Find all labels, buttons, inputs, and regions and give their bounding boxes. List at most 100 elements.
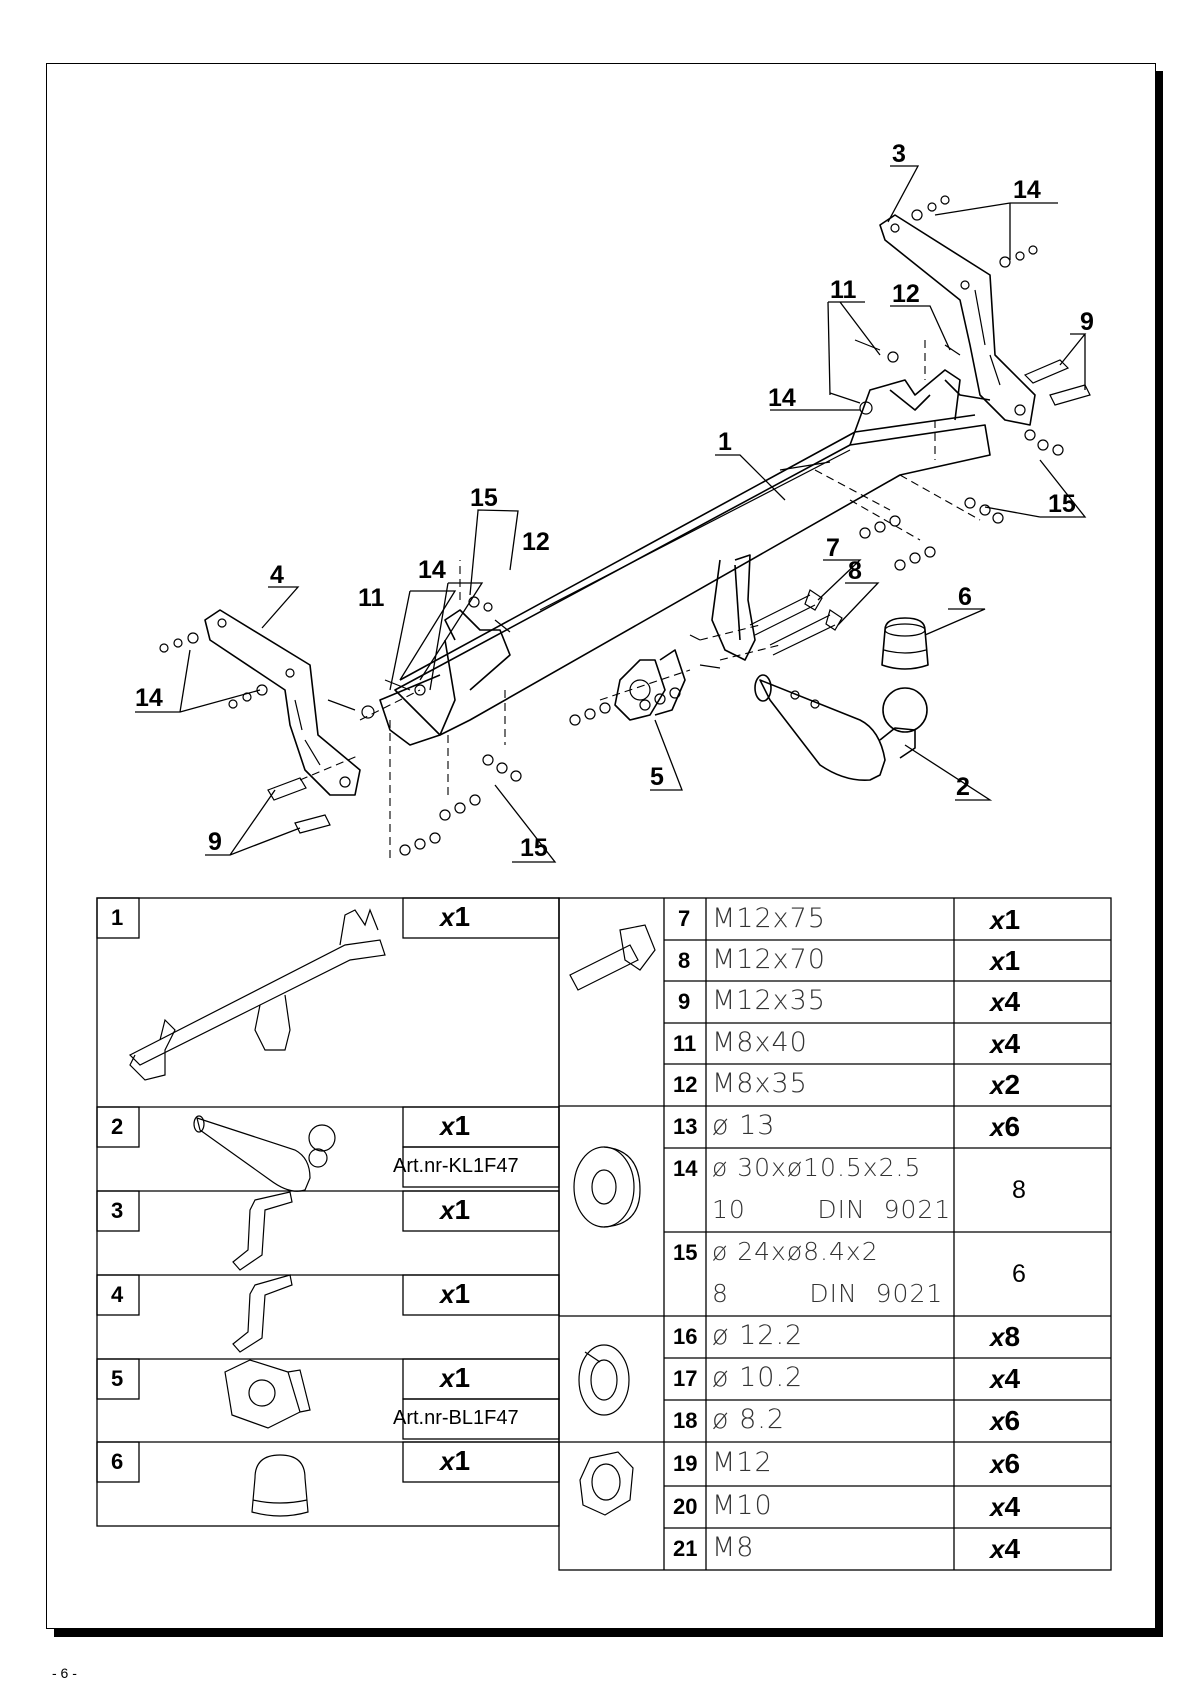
row-19-qty-n: 6 xyxy=(1004,1448,1021,1479)
row-14-spec: ø 30xø10.5x2.5 xyxy=(712,1153,922,1182)
bracket-4-drawing xyxy=(204,609,361,796)
row-18-qty-x: x xyxy=(990,1406,1005,1436)
row-14-qty: 8 xyxy=(1012,1176,1026,1204)
thumb-ball-cap xyxy=(251,1454,309,1517)
fasteners-drawing xyxy=(159,195,1091,860)
row-11-qty: x4 xyxy=(990,1028,1020,1060)
row-20-qty-n: 4 xyxy=(1004,1491,1021,1522)
row-12-qty-x: x xyxy=(990,1070,1005,1100)
thumb-crossbar xyxy=(128,908,386,1081)
row-18-qty-n: 6 xyxy=(1004,1405,1021,1436)
callout-8: 8 xyxy=(848,557,862,585)
row-15-qty: 6 xyxy=(1012,1260,1026,1288)
row-8-qty: x1 xyxy=(990,945,1020,977)
row-5-qty-x: x xyxy=(440,1363,455,1393)
thumb-bracket-3 xyxy=(232,1191,293,1271)
frame-shadow-right xyxy=(1156,71,1163,1637)
row-21-qty: x4 xyxy=(990,1533,1020,1565)
row-13-qty-n: 6 xyxy=(1004,1111,1021,1142)
frame-shadow-bottom xyxy=(54,1629,1163,1637)
row-15-spec-line2: 8 DIN 9021 xyxy=(712,1279,944,1308)
row-1-number: 1 xyxy=(111,905,124,930)
thumb-bolt xyxy=(569,924,656,991)
callout-15-lower: 15 xyxy=(520,834,548,862)
row-8-qty-x: x xyxy=(990,946,1005,976)
callout-14-right: 14 xyxy=(768,384,796,412)
page-number: - 6 - xyxy=(52,1665,77,1681)
row-5-number: 5 xyxy=(111,1366,124,1391)
ball-neck-drawing xyxy=(754,617,929,782)
row-20-qty-x: x xyxy=(990,1492,1005,1522)
row-6-qty: x1 xyxy=(440,1445,470,1477)
callout-labels: 3 14 11 12 9 14 1 15 15 12 7 8 6 14 4 11… xyxy=(135,140,1094,862)
thumb-socket-plate xyxy=(224,1359,311,1429)
socket-plate-drawing xyxy=(614,649,686,721)
thumb-bracket-4 xyxy=(232,1274,293,1353)
row-5-art-number: Art.nr-BL1F47 xyxy=(393,1407,519,1429)
row-9-spec: M12x35 xyxy=(712,985,826,1016)
row-6-qty-x: x xyxy=(440,1446,455,1476)
callout-6: 6 xyxy=(958,583,972,611)
callout-leaders xyxy=(135,165,1087,863)
row-1-qty-x: x xyxy=(440,902,455,932)
bracket-3-drawing xyxy=(879,214,1036,426)
row-8-qty-n: 1 xyxy=(1004,945,1021,976)
row-13-qty-x: x xyxy=(990,1112,1005,1142)
thumb-spring-washer xyxy=(578,1344,630,1416)
row-17-qty: x4 xyxy=(990,1363,1020,1395)
row-19-number: 19 xyxy=(673,1451,698,1476)
row-20-spec: M10 xyxy=(712,1490,773,1521)
page-frame xyxy=(46,63,1156,1629)
callout-3: 3 xyxy=(892,140,906,168)
row-21-qty-n: 4 xyxy=(1004,1533,1021,1564)
thumb-nut xyxy=(579,1451,634,1516)
row-13-qty: x6 xyxy=(990,1111,1020,1143)
callout-12-right: 12 xyxy=(892,280,920,308)
row-21-spec: M8 xyxy=(712,1532,755,1563)
callout-14-top: 14 xyxy=(1013,176,1041,204)
callout-4: 4 xyxy=(270,561,284,589)
row-9-number: 9 xyxy=(678,989,691,1014)
row-7-number: 7 xyxy=(678,906,691,931)
row-2-art-number: Art.nr-KL1F47 xyxy=(393,1155,519,1177)
row-7-qty-x: x xyxy=(990,905,1005,935)
row-20-number: 20 xyxy=(673,1494,698,1519)
callout-15-top: 15 xyxy=(470,484,498,512)
row-17-qty-x: x xyxy=(990,1364,1005,1394)
row-11-number: 11 xyxy=(673,1031,697,1056)
row-2-qty-x: x xyxy=(440,1111,455,1141)
callout-15-right: 15 xyxy=(1048,490,1076,518)
row-12-spec: M8x35 xyxy=(712,1068,808,1099)
row-4-number: 4 xyxy=(111,1282,124,1307)
row-2-qty-n: 1 xyxy=(454,1110,471,1141)
row-15-number: 15 xyxy=(673,1240,698,1265)
row-16-number: 16 xyxy=(673,1324,698,1349)
row-6-number: 6 xyxy=(111,1449,124,1474)
row-13-number: 13 xyxy=(673,1114,698,1139)
callout-7: 7 xyxy=(826,534,840,562)
row-3-qty: x1 xyxy=(440,1194,470,1226)
row-21-number: 21 xyxy=(673,1536,698,1561)
callout-12-left: 12 xyxy=(522,528,550,556)
row-16-qty-n: 8 xyxy=(1004,1321,1021,1352)
row-19-qty-x: x xyxy=(990,1449,1005,1479)
row-9-qty-x: x xyxy=(990,987,1005,1017)
row-1-qty-n: 1 xyxy=(454,901,471,932)
callout-11-right: 11 xyxy=(830,276,857,304)
callout-2: 2 xyxy=(956,773,970,801)
row-5-qty-n: 1 xyxy=(454,1362,471,1393)
row-7-qty: x1 xyxy=(990,904,1020,936)
row-4-qty-x: x xyxy=(440,1279,455,1309)
row-20-qty: x4 xyxy=(990,1491,1020,1523)
row-5-qty: x1 xyxy=(440,1362,470,1394)
row-11-qty-x: x xyxy=(990,1029,1005,1059)
row-16-qty: x8 xyxy=(990,1321,1020,1353)
callout-5: 5 xyxy=(650,763,664,791)
row-21-qty-x: x xyxy=(990,1534,1005,1564)
row-14-number: 14 xyxy=(673,1156,698,1181)
row-9-qty-n: 4 xyxy=(1004,986,1021,1017)
row-12-qty-n: 2 xyxy=(1004,1069,1021,1100)
row-17-number: 17 xyxy=(673,1366,698,1391)
row-9-qty: x4 xyxy=(990,986,1020,1018)
